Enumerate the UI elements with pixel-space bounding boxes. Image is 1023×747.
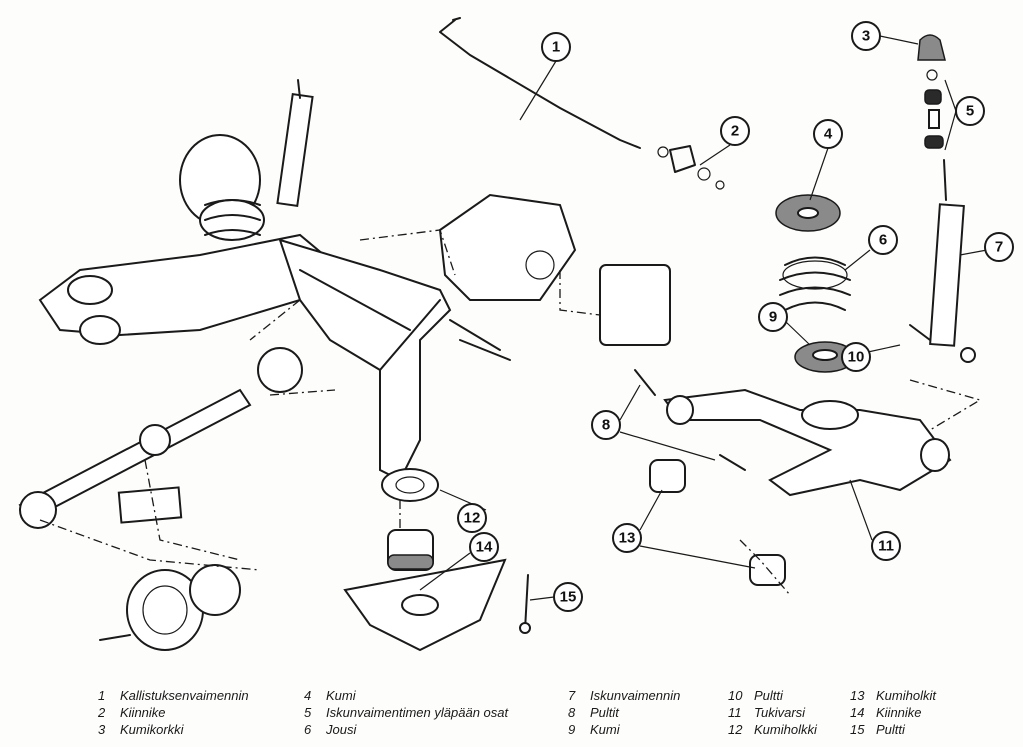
left-trailing-arm [38,233,332,345]
svg-text:12: 12 [464,510,481,527]
svg-text:14: 14 [476,539,493,556]
driveshaft [18,347,303,529]
left-hub-spring [179,134,265,241]
svg-text:15: 15 [560,589,577,606]
callout-7: 7 [984,232,1014,262]
svg-text:5: 5 [966,103,974,120]
right-shock-parts [909,34,976,363]
svg-text:8: 8 [602,417,610,434]
svg-text:13: 13 [619,530,636,547]
callout-10: 10 [841,342,871,372]
callout-12: 12 [457,503,487,533]
callout-5: 5 [955,96,985,126]
callout-leader-lines [419,35,988,601]
svg-text:3: 3 [862,28,870,45]
callout-6: 6 [868,225,898,255]
svg-text:9: 9 [769,309,777,326]
svg-text:4: 4 [824,126,833,143]
callout-3: 3 [851,21,881,51]
callout-4: 4 [813,119,843,149]
svg-text:2: 2 [731,123,739,140]
svg-text:1: 1 [552,39,560,56]
callout-13: 13 [612,523,642,553]
anti-roll-bar [439,17,725,190]
brake-drum [99,564,241,651]
callout-2: 2 [720,116,750,146]
subframe [278,238,452,502]
callout-15: 15 [553,582,583,612]
left-shock-absorber [276,79,314,207]
differential [438,193,671,361]
svg-text:7: 7 [995,239,1003,256]
bushing-and-bracket [343,529,531,652]
callout-1: 1 [541,32,571,62]
callout-8: 8 [591,410,621,440]
svg-text:6: 6 [879,232,887,249]
assembly-leader-lines [39,229,982,596]
right-spring-parts [775,194,856,373]
svg-text:10: 10 [848,349,865,366]
callout-11: 11 [871,531,901,561]
callout-9: 9 [758,302,788,332]
callout-14: 14 [469,532,499,562]
svg-text:11: 11 [878,538,894,555]
control-arm [634,369,952,586]
